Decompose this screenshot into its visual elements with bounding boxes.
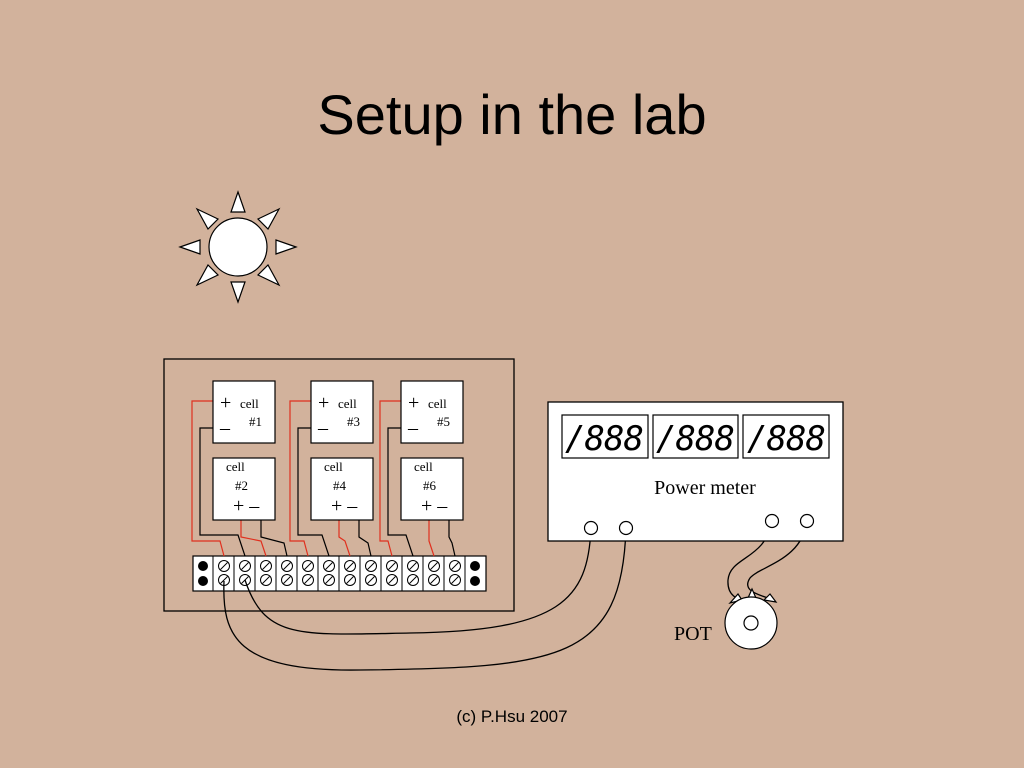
- solar-cell: cell #2 + –: [212, 457, 276, 521]
- terminal-screw: [323, 574, 335, 586]
- terminal-screw: [218, 560, 230, 572]
- solar-cell: + –cell #1: [212, 380, 276, 444]
- terminal-screw: [428, 560, 440, 572]
- cell-number: #5: [437, 414, 450, 429]
- terminal-screw: [386, 560, 398, 572]
- terminal-screw: [449, 574, 461, 586]
- cell-number: #6: [423, 478, 437, 493]
- terminal-screw: [365, 560, 377, 572]
- meter-jack: [764, 513, 780, 529]
- terminal-screw: [449, 560, 461, 572]
- terminal-screw: [239, 560, 251, 572]
- solar-cell: cell #4 + –: [310, 457, 374, 521]
- cell-plus-sign: +: [220, 392, 231, 414]
- terminal-screw: [281, 560, 293, 572]
- solar-cell: cell #6 + –: [400, 457, 464, 521]
- mounting-hole: [470, 561, 480, 571]
- cell-label: cell: [338, 396, 357, 411]
- meter-digits: /888: [656, 419, 734, 459]
- cell-terminal-signs: + –: [421, 495, 448, 517]
- cell-label: cell: [324, 459, 343, 474]
- terminal-screw: [281, 574, 293, 586]
- cell-plus-sign: +: [318, 392, 329, 414]
- meter-digits: /888: [747, 419, 825, 459]
- pot-label: POT: [674, 623, 712, 645]
- mounting-hole: [470, 576, 480, 586]
- slide-title: Setup in the lab: [317, 83, 707, 146]
- cell-number: #3: [347, 414, 360, 429]
- terminal-screw: [428, 574, 440, 586]
- terminal-screw: [344, 560, 356, 572]
- solar-cell: + –cell #3: [310, 380, 374, 444]
- cell-number: #2: [235, 478, 248, 493]
- cell-minus-sign: –: [407, 417, 419, 439]
- cell-plus-sign: +: [408, 392, 419, 414]
- meter-display: [652, 414, 739, 459]
- cell-minus-sign: –: [219, 417, 231, 439]
- meter-jack: [583, 520, 599, 536]
- terminal-strip: [192, 555, 487, 592]
- cell-label: cell: [226, 459, 245, 474]
- terminal-screw: [302, 574, 314, 586]
- power-meter: /888 /888 /888 Power meter: [547, 401, 844, 542]
- cell-enclosure: [163, 358, 515, 612]
- mounting-hole: [198, 576, 208, 586]
- cell-label: cell: [414, 459, 433, 474]
- meter-jack: [799, 513, 815, 529]
- cell-label: cell: [428, 396, 447, 411]
- terminal-screw: [386, 574, 398, 586]
- terminal-screw: [407, 574, 419, 586]
- terminal-screw: [365, 574, 377, 586]
- terminal-screw: [344, 574, 356, 586]
- potentiometer-icon: [724, 587, 778, 650]
- terminal-screw: [260, 560, 272, 572]
- meter-display: [742, 414, 830, 459]
- cell-label: cell: [240, 396, 259, 411]
- cell-minus-sign: –: [317, 417, 329, 439]
- copyright-footer: (c) P.Hsu 2007: [456, 707, 568, 726]
- cell-terminal-signs: + –: [233, 495, 260, 517]
- mounting-hole: [198, 561, 208, 571]
- cell-terminal-signs: + –: [331, 495, 358, 517]
- sun-icon: [178, 190, 298, 304]
- terminal-screw: [323, 560, 335, 572]
- cell-number: #1: [249, 414, 262, 429]
- cell-wires: [191, 400, 456, 557]
- power-meter-label: Power meter: [654, 477, 756, 499]
- meter-jack: [618, 520, 634, 536]
- terminal-screw: [407, 560, 419, 572]
- meter-wires: [223, 519, 808, 671]
- terminal-screw: [302, 560, 314, 572]
- terminal-screw: [260, 574, 272, 586]
- solar-cell: + –cell #5: [400, 380, 464, 444]
- meter-digits: /888: [565, 419, 643, 459]
- cell-number: #4: [333, 478, 347, 493]
- meter-display: [561, 414, 649, 459]
